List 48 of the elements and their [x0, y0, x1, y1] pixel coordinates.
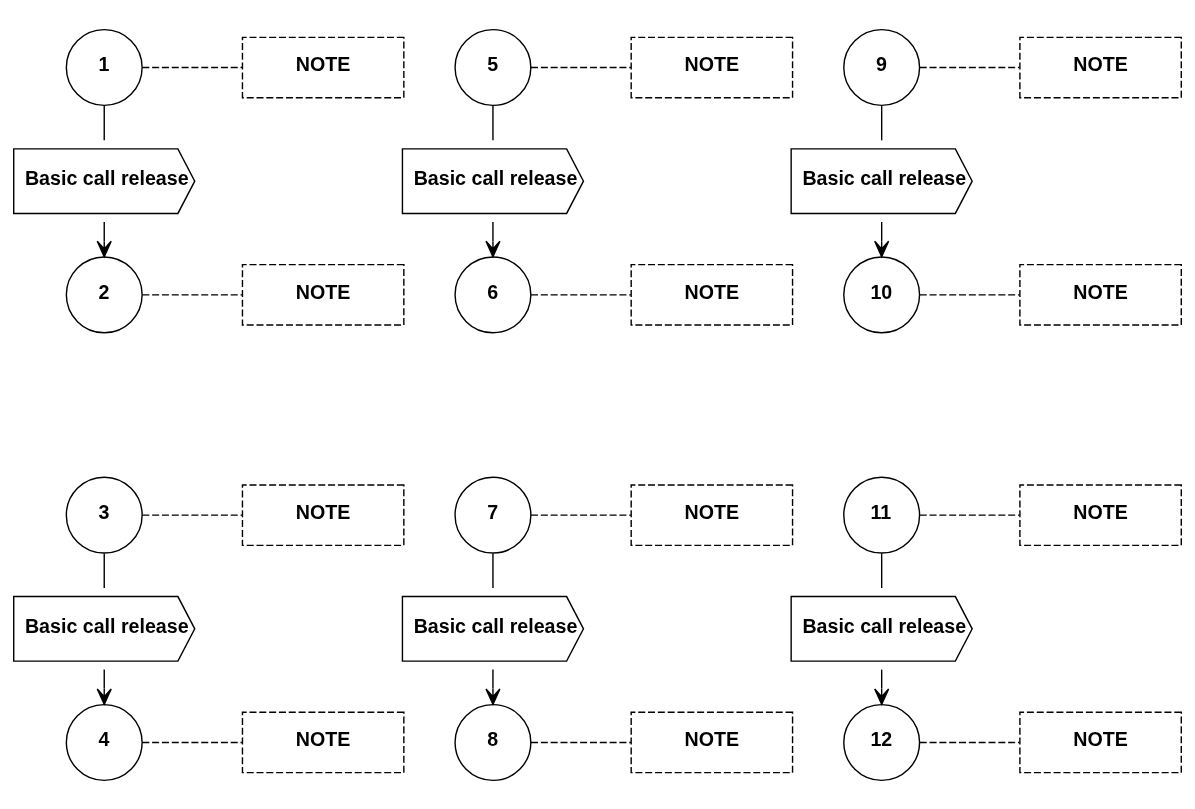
connector: [492, 104, 494, 141]
node-box: NOTE: [630, 36, 794, 98]
node-box: NOTE: [241, 711, 405, 773]
arrow: [96, 220, 112, 257]
connector: [141, 513, 243, 516]
connector: [919, 293, 1021, 296]
node-box: NOTE: [1019, 263, 1182, 326]
connector: [919, 66, 1021, 68]
node-circle: 5: [454, 28, 532, 106]
node-circle: 2: [65, 255, 143, 333]
connector: [141, 293, 243, 296]
node-circle: 8: [454, 703, 532, 781]
connector: [492, 552, 494, 589]
arrow: [485, 668, 501, 705]
arrow: [874, 220, 890, 257]
arrow: [874, 668, 890, 705]
node-circle: 3: [65, 476, 143, 554]
connector: [530, 741, 632, 743]
connector: [530, 513, 632, 516]
connector: [919, 741, 1021, 743]
node-circle: 1: [65, 28, 143, 106]
connector: [103, 104, 105, 141]
node-circle: 12: [843, 703, 921, 781]
connector: [919, 513, 1021, 516]
node-box: NOTE: [1019, 483, 1182, 546]
arrow: [96, 668, 112, 705]
node-box: NOTE: [1019, 36, 1182, 98]
connector: [530, 66, 632, 68]
connector: [880, 552, 883, 589]
connector: [103, 552, 105, 589]
node-circle: 9: [843, 28, 921, 106]
connector: [880, 104, 883, 141]
node-box: NOTE: [241, 483, 405, 546]
node-box: NOTE: [630, 711, 794, 773]
node-circle: 10: [843, 255, 921, 333]
node-box: NOTE: [241, 36, 405, 98]
node-box: NOTE: [1019, 711, 1182, 773]
node-box: NOTE: [630, 483, 794, 546]
connector: [141, 66, 243, 68]
node-box: NOTE: [630, 263, 794, 326]
node-circle: 6: [454, 255, 532, 333]
node-circle: 11: [843, 476, 921, 554]
connector: [141, 741, 243, 743]
node-box: NOTE: [241, 263, 405, 326]
node-circle: 4: [65, 703, 143, 781]
node-circle: 7: [454, 476, 532, 554]
arrow: [485, 220, 501, 257]
connector: [530, 293, 632, 296]
